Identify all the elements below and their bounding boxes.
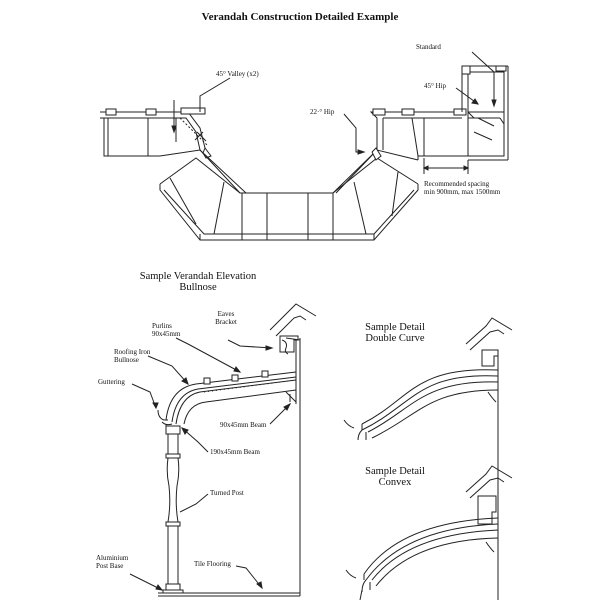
left-wall-plan <box>100 109 183 118</box>
bay-roof <box>160 148 418 240</box>
label-beam-190: 190x45mm Beam <box>210 448 260 456</box>
elevation-heading-1: Sample Verandah Elevation <box>139 271 257 282</box>
label-purlins-2: 90x45mm <box>152 330 181 338</box>
label-turned-post: Turned Post <box>210 489 244 497</box>
gutter <box>158 410 172 428</box>
label-45-hip: 45° Hip <box>424 82 447 90</box>
label-tile-flooring: Tile Flooring <box>194 560 231 568</box>
label-spacing-1: Recommended spacing <box>424 180 490 188</box>
double-curve-heading-2: Double Curve <box>365 333 425 344</box>
turned-post <box>158 426 300 596</box>
label-beam-90: 90x45mm Beam <box>220 421 267 429</box>
label-eaves-2: Bracket <box>215 318 237 326</box>
label-eaves-1: Eaves <box>217 310 235 318</box>
convex-heading-2: Convex <box>378 477 412 488</box>
convex-heading-1: Sample Detail <box>365 466 425 477</box>
right-wall-plan <box>371 109 468 160</box>
convex-detail <box>346 466 512 600</box>
label-22-hip: 22·° Hip <box>310 108 335 116</box>
bullnose-roof <box>166 371 296 424</box>
valley-corner <box>180 108 211 158</box>
double-curve-detail <box>344 318 512 600</box>
double-curve-heading-1: Sample Detail <box>365 322 425 333</box>
label-spacing-2: min 900mm, max 1500mm <box>424 188 501 196</box>
elevation-leaders <box>130 338 290 590</box>
label-45-valley: 45° Valley (x2) <box>216 70 259 78</box>
left-roof-section <box>104 118 176 156</box>
spacing-dimension <box>424 158 468 174</box>
label-purlins-1: Purlins <box>152 322 172 330</box>
label-roofing-2: Bullnose <box>114 356 139 364</box>
label-roofing-1: Roofing Iron <box>114 348 151 356</box>
label-standard: Standard <box>416 43 441 51</box>
label-aluminium-1: Aluminium <box>96 554 129 562</box>
label-guttering: Guttering <box>98 378 125 386</box>
label-aluminium-2: Post Base <box>96 562 124 570</box>
elevation-heading-2: Bullnose <box>179 282 217 293</box>
plan-leaders <box>172 52 496 154</box>
house-wall <box>270 304 316 596</box>
page-title: Verandah Construction Detailed Example <box>201 11 399 23</box>
eaves-bracket <box>280 336 298 354</box>
right-roof-section <box>462 66 508 160</box>
